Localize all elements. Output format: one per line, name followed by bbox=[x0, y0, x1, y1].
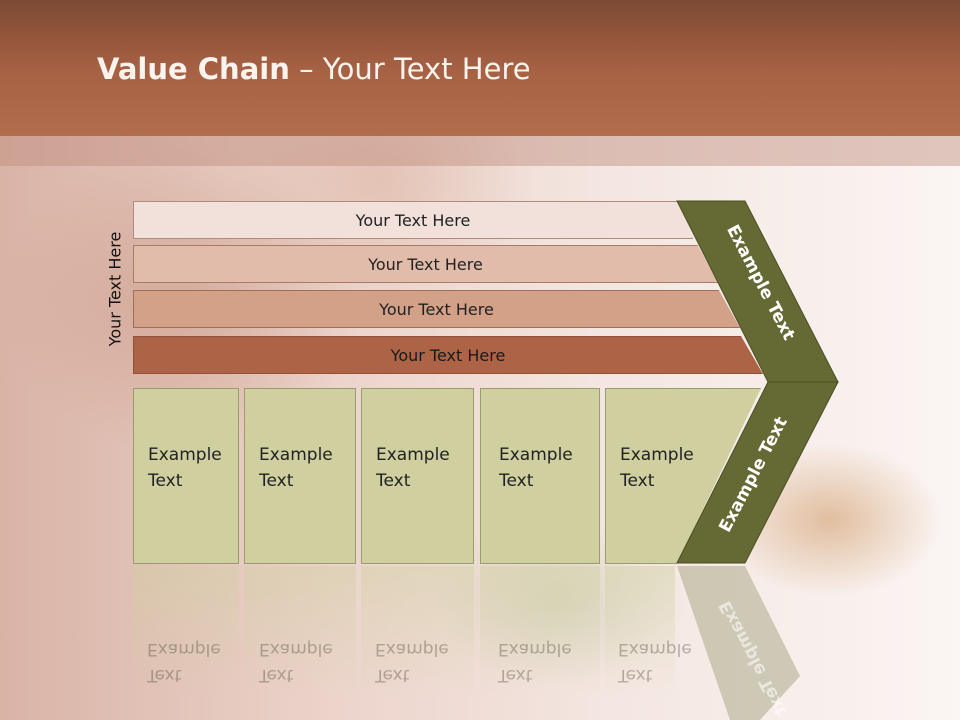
support-activity-label-2: Your Text Here bbox=[368, 254, 483, 274]
support-activity-label-1: Your Text Here bbox=[355, 210, 471, 230]
slide-title: Value Chain – Your Text Here bbox=[97, 52, 531, 86]
support-activity-bar-1: Your Text Here bbox=[133, 201, 693, 239]
primary-activity-text-5a: Example bbox=[620, 445, 694, 465]
reflection-box-5 bbox=[605, 566, 675, 696]
support-activity-bar-3: Your Text Here bbox=[133, 290, 740, 328]
title-rest: – Your Text Here bbox=[289, 52, 531, 86]
primary-activity-text-2a: Example bbox=[259, 445, 333, 465]
primary-activity-text-3b: Text bbox=[376, 471, 411, 491]
primary-activity-text-5b: Text bbox=[620, 471, 655, 491]
reflection-box-3 bbox=[361, 566, 474, 696]
reflection-chevron: Example Text bbox=[677, 566, 800, 720]
primary-activity-text-4b: Text bbox=[499, 471, 534, 491]
reflection-box-2 bbox=[244, 566, 356, 696]
chevron-lower-arm bbox=[676, 381, 839, 564]
support-activity-bar-4: Your Text Here bbox=[133, 336, 763, 374]
primary-activity-text-2b: Text bbox=[259, 471, 294, 491]
primary-activity-text-1a: Example bbox=[148, 445, 222, 465]
support-activity-label-3: Your Text Here bbox=[379, 299, 494, 319]
title-bold: Value Chain bbox=[97, 52, 290, 86]
primary-activity-text-3a: Example bbox=[376, 445, 450, 465]
banner-stripe bbox=[0, 136, 960, 166]
support-activity-label-4: Your Text Here bbox=[390, 345, 506, 365]
reflection-box-1 bbox=[133, 566, 239, 696]
reflection-box-4 bbox=[480, 566, 600, 696]
support-activity-bar-2: Your Text Here bbox=[133, 245, 718, 283]
primary-activity-text-1b: Text bbox=[148, 471, 183, 491]
primary-activity-text-4a: Example bbox=[499, 445, 573, 465]
title-banner bbox=[0, 0, 960, 136]
